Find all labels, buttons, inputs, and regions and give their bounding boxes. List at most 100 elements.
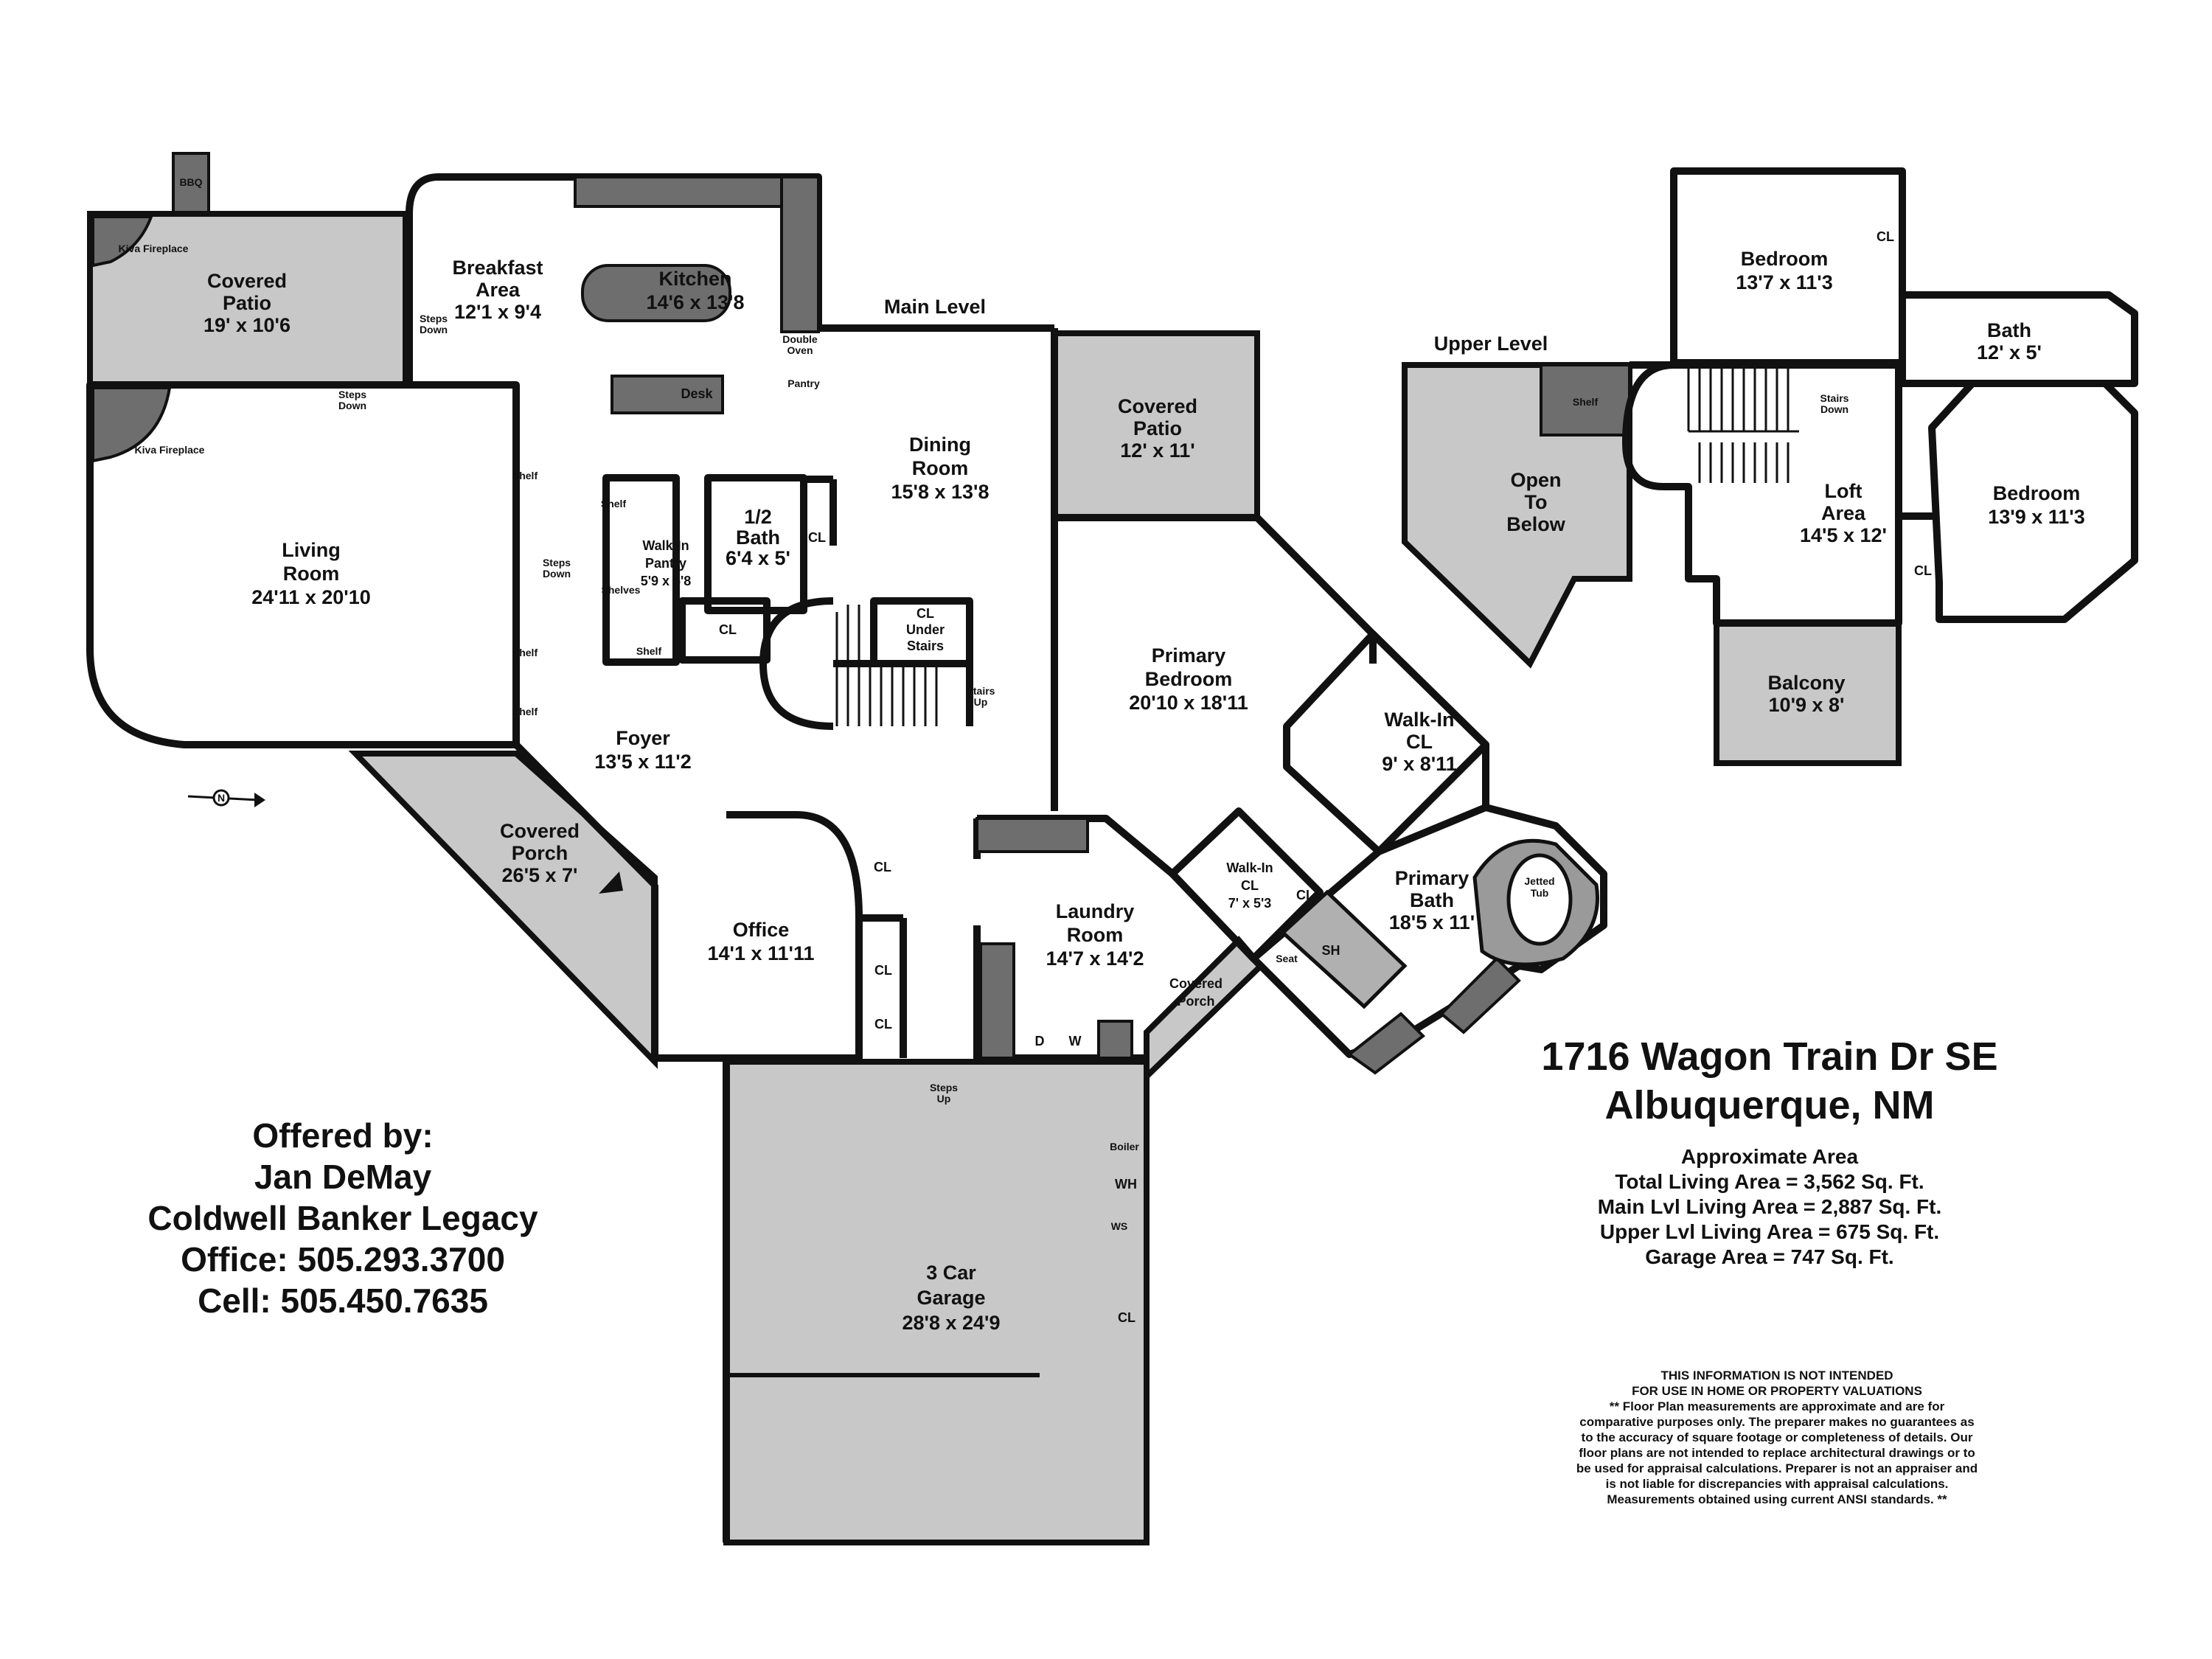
disclaimer-line: THIS INFORMATION IS NOT INTENDED [1660, 1368, 1893, 1382]
office-phone: Office: 505.293.3700 [181, 1240, 505, 1279]
upper-level-label: Upper Level [1434, 333, 1548, 355]
main-stairs [835, 605, 938, 726]
area-title: Approximate Area [1680, 1145, 1859, 1168]
closet-label: CL [874, 1017, 892, 1032]
kiva-fireplace-living [91, 386, 172, 463]
shelf-label: Shelf [512, 706, 538, 717]
stair-curve [759, 597, 834, 730]
area-garage: Garage Area = 747 Sq. Ft. [1645, 1245, 1894, 1268]
address-city: Albuquerque, NM [1604, 1083, 1935, 1127]
primary-bedroom-wall [1054, 514, 1377, 664]
entry-arrow-icon [599, 872, 623, 894]
covered-porch-front [348, 751, 658, 1069]
walkin-closet [1283, 630, 1489, 855]
fixtures [91, 152, 1631, 1075]
shower-label: SH [1321, 943, 1340, 958]
kiva-fireplace-label: Kiva Fireplace [135, 444, 205, 456]
closet-label: CL [874, 860, 891, 874]
address-street: 1716 Wagon Train Dr SE [1541, 1034, 1998, 1079]
closet-label: CL [808, 530, 826, 545]
walkin-closet-2 [1169, 807, 1324, 962]
area-main: Main Lvl Living Area = 2,887 Sq. Ft. [1597, 1195, 1942, 1218]
kitchen-wall [406, 173, 822, 328]
shelf-label: Shelf [512, 470, 538, 481]
approximate-area-block: Approximate Area Total Living Area = 3,5… [1489, 1144, 2050, 1270]
disclaimer-line: be used for appraisal calculations. Prep… [1576, 1461, 1978, 1475]
disclaimer-line: comparative purposes only. The preparer … [1579, 1415, 1975, 1429]
shelf-label: Shelf [636, 645, 662, 657]
main-west-wall [513, 742, 658, 888]
shelves-label: Shelves [602, 584, 641, 596]
upper-bedroom-2-wall [1928, 380, 2138, 623]
loft-wall [1622, 361, 1902, 627]
closet-label: CL [1877, 229, 1894, 244]
upper-stairs [1687, 369, 1799, 483]
compass-n-label: N [218, 792, 225, 804]
disclaimer-line: to the accuracy of square footage or com… [1581, 1430, 1973, 1444]
area-upper: Upper Lvl Living Area = 675 Sq. Ft. [1599, 1220, 1940, 1243]
offered-by-line: Offered by: [252, 1116, 434, 1155]
upper-bath-wall [1899, 291, 2138, 387]
disclaimer-line: Measurements obtained using current ANSI… [1607, 1492, 1947, 1506]
shelf-label: Shelf [1573, 396, 1599, 408]
area-total: Total Living Area = 3,562 Sq. Ft. [1615, 1170, 1924, 1193]
main-level-label: Main Level [884, 296, 986, 318]
disclaimer-line: ** Floor Plan measurements are approxima… [1609, 1399, 1945, 1413]
kiva-fireplace-patio [91, 215, 153, 268]
closet-label: CL [1914, 563, 1932, 578]
washer-label: W [1069, 1034, 1082, 1048]
cell-phone: Cell: 505.450.7635 [198, 1281, 488, 1320]
brokerage-name: Coldwell Banker Legacy [147, 1199, 538, 1237]
disclaimer-line: floor plans are not intended to replace … [1579, 1446, 1975, 1460]
desk-label: Desk [681, 386, 713, 401]
water-softener-label: WS [1111, 1220, 1128, 1232]
pantry-label: Pantry [787, 378, 820, 389]
kitchen-island [581, 264, 731, 322]
bbq-label: BBQ [179, 176, 202, 188]
living-room-wall [86, 381, 520, 748]
disclaimer-line: FOR USE IN HOME OR PROPERTY VALUATIONS [1632, 1384, 1922, 1398]
closet-label: CL [1296, 888, 1314, 902]
compass-icon [187, 789, 265, 807]
closet-label: CL [719, 622, 737, 637]
desk-unit [611, 375, 724, 414]
disclaimer-line: is not liable for discrepancies with app… [1605, 1477, 1949, 1491]
agent-name: Jan DeMay [254, 1158, 432, 1196]
walkin-pantry [602, 474, 680, 666]
dryer-label: D [1035, 1034, 1045, 1048]
kiva-fireplace-label: Kiva Fireplace [119, 243, 189, 254]
seat-label: Seat [1276, 953, 1298, 964]
shelf-label: Shelf [601, 498, 627, 509]
upper-level-walls [1622, 167, 2138, 627]
shelf-label: Shelf [512, 647, 538, 658]
